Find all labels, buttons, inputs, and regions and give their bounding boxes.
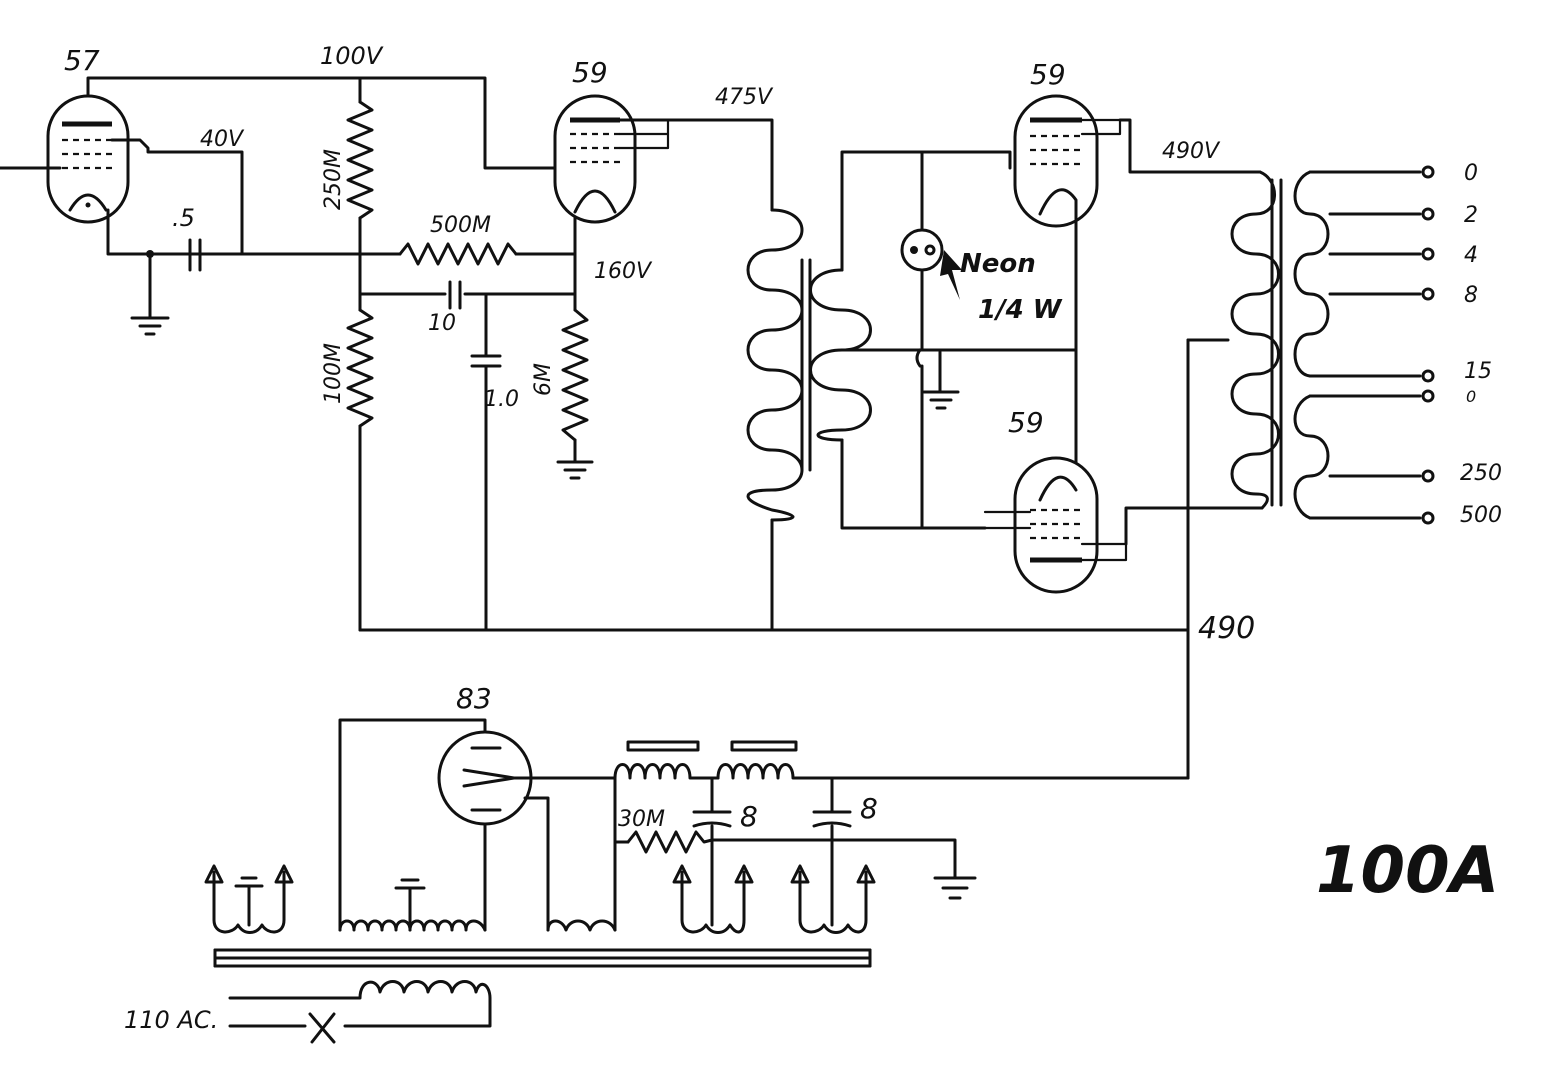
resistor-250m xyxy=(346,100,374,220)
neon-arrow-icon xyxy=(940,250,962,300)
resistor-6m xyxy=(561,308,589,442)
label-bplus-490: 490 xyxy=(1198,611,1255,646)
secondary-windings xyxy=(204,838,876,934)
tube-v3-label: 59 xyxy=(1030,58,1066,91)
label-500m: 500M xyxy=(430,213,491,238)
output-taps xyxy=(1308,165,1435,525)
tap-label-0: 0 xyxy=(1464,161,1478,186)
ground-v2 xyxy=(556,460,594,480)
label-cap-10: 10 xyxy=(428,311,456,336)
label-coupling-cap: .5 xyxy=(172,204,195,232)
filter-cap-2 xyxy=(812,810,852,828)
tube-v3 xyxy=(1013,94,1099,228)
label-cap-1-0: 1.0 xyxy=(484,387,519,412)
tube-v2-label: 59 xyxy=(572,56,608,89)
label-100v: 100V xyxy=(320,42,384,70)
choke-2 xyxy=(716,740,832,780)
label-40v: 40V xyxy=(200,127,245,152)
capacitor-10 xyxy=(448,280,462,310)
label-490v: 490V xyxy=(1162,139,1221,164)
neon-lamp xyxy=(900,228,944,272)
tube-v4 xyxy=(1013,456,1099,594)
label-neon-watt: 1/4 W xyxy=(978,295,1063,325)
tap-label-0b: 0 xyxy=(1466,387,1476,406)
primary-winding xyxy=(228,980,492,1028)
choke-1 xyxy=(613,740,707,780)
resistor-30m xyxy=(626,830,714,854)
tube-v1-label: 57 xyxy=(64,44,100,77)
tap-label-500: 500 xyxy=(1460,503,1502,528)
label-6m: 6M xyxy=(531,363,556,396)
label-filter-cap-1: 8 xyxy=(740,800,758,833)
output-transformer xyxy=(1230,170,1330,520)
label-30m: 30M xyxy=(618,807,665,832)
tap-label-4: 4 xyxy=(1464,243,1478,268)
label-filter-cap-2: 8 xyxy=(860,792,878,825)
rectifier-label: 83 xyxy=(456,682,492,715)
label-250m: 250M xyxy=(321,149,346,210)
filter-cap-1 xyxy=(692,810,732,828)
label-100m: 100M xyxy=(321,343,346,404)
power-transformer-core xyxy=(213,948,872,968)
interstage-transformer xyxy=(746,208,872,522)
ground-interstage xyxy=(922,390,960,410)
label-mains: 110 AC. xyxy=(124,1006,218,1034)
tap-label-15: 15 xyxy=(1464,359,1492,384)
tube-v2 xyxy=(553,94,637,224)
tap-label-2: 2 xyxy=(1464,203,1478,228)
label-160v: 160V xyxy=(594,259,653,284)
resistor-500m xyxy=(398,242,518,266)
tube-v4-label: 59 xyxy=(1008,406,1044,439)
tube-v1 xyxy=(46,94,130,224)
ground-supply xyxy=(933,876,977,900)
label-475v: 475V xyxy=(715,85,774,110)
mains-switch-icon xyxy=(308,1012,336,1044)
tap-label-250: 250 xyxy=(1460,461,1502,486)
tap-label-8: 8 xyxy=(1464,283,1478,308)
coupling-capacitor xyxy=(188,238,202,272)
resistor-100m xyxy=(346,308,374,428)
label-neon: Neon xyxy=(960,249,1036,279)
diagram-title: 100A xyxy=(1316,834,1499,908)
ground-v1 xyxy=(130,316,170,336)
